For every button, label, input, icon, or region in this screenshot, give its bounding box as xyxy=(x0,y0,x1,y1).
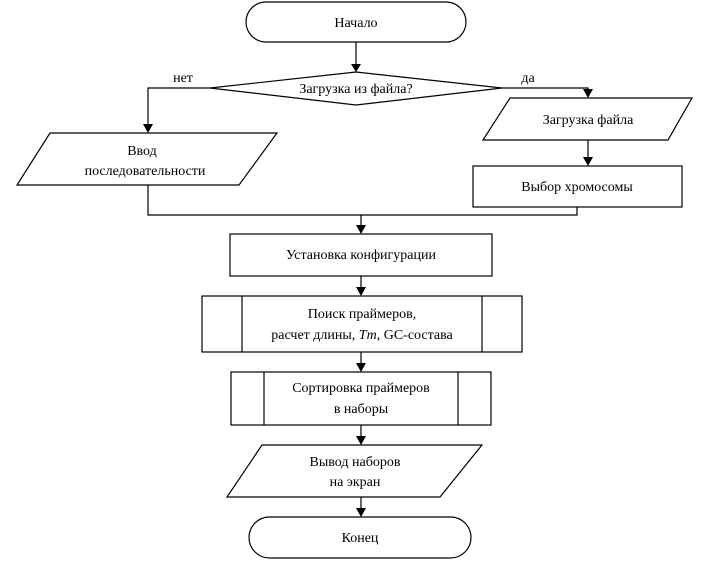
arrowhead-manual-input xyxy=(143,124,153,133)
branch-no-label: нет xyxy=(173,71,193,86)
arrowhead-choose-chromosome xyxy=(583,157,593,166)
set-config-label: Установка конфигурации xyxy=(286,248,436,263)
manual-input-line2: последовательности xyxy=(85,164,206,179)
end-terminator: Конец xyxy=(248,516,472,559)
connectors xyxy=(143,42,593,517)
load-file-label: Загрузка файла xyxy=(543,113,634,128)
primer-search-block: Поиск праймеров, расчет длины, Tm, GC-со… xyxy=(201,295,523,353)
manual-input-block: Ввод последовательности xyxy=(15,132,279,186)
arrowhead-sort xyxy=(356,363,366,372)
output-sets-line2: на экран xyxy=(330,475,381,490)
connector-decision-no xyxy=(147,87,210,128)
arrowhead-load-file xyxy=(583,89,593,98)
branch-yes-label: да xyxy=(521,71,535,86)
primer-search-line2-prefix: расчет длины, xyxy=(271,328,359,343)
connector-manual-merge xyxy=(147,185,578,216)
primer-search-line2-suffix: , GC-состава xyxy=(377,328,454,343)
manual-input-line1: Ввод xyxy=(127,144,157,159)
output-sets-block: Вывод наборов на экран xyxy=(225,444,484,498)
sort-primers-line1: Сортировка праймеров xyxy=(292,381,430,396)
decision-diamond: Загрузка из файла? xyxy=(209,71,503,106)
start-label: Начало xyxy=(334,16,377,31)
decision-label: Загрузка из файла? xyxy=(299,82,412,97)
end-label: Конец xyxy=(342,531,379,546)
primer-search-line1: Поиск праймеров, xyxy=(308,307,417,322)
arrowhead-search xyxy=(356,287,366,296)
start-terminator: Начало xyxy=(245,1,467,43)
sort-primers-block: Сортировка праймеров в наборы xyxy=(230,371,492,426)
sort-primers-line2: в наборы xyxy=(334,402,389,417)
load-file-block: Загрузка файла xyxy=(481,97,694,141)
arrowhead-end xyxy=(356,508,366,517)
connector-decision-yes xyxy=(502,87,589,91)
primer-search-line2: расчет длины, Tm, GC-состава xyxy=(271,328,453,343)
primer-search-line2-italic: Tm xyxy=(359,328,377,343)
arrowhead-config xyxy=(356,225,366,234)
output-sets-line1: Вывод наборов xyxy=(310,455,401,470)
arrowhead-output xyxy=(356,436,366,445)
set-config-block: Установка конфигурации xyxy=(229,233,493,277)
arrowhead-decision xyxy=(351,64,361,72)
choose-chromosome-label: Выбор хромосомы xyxy=(521,180,633,195)
choose-chromosome-block: Выбор хромосомы xyxy=(472,165,683,208)
